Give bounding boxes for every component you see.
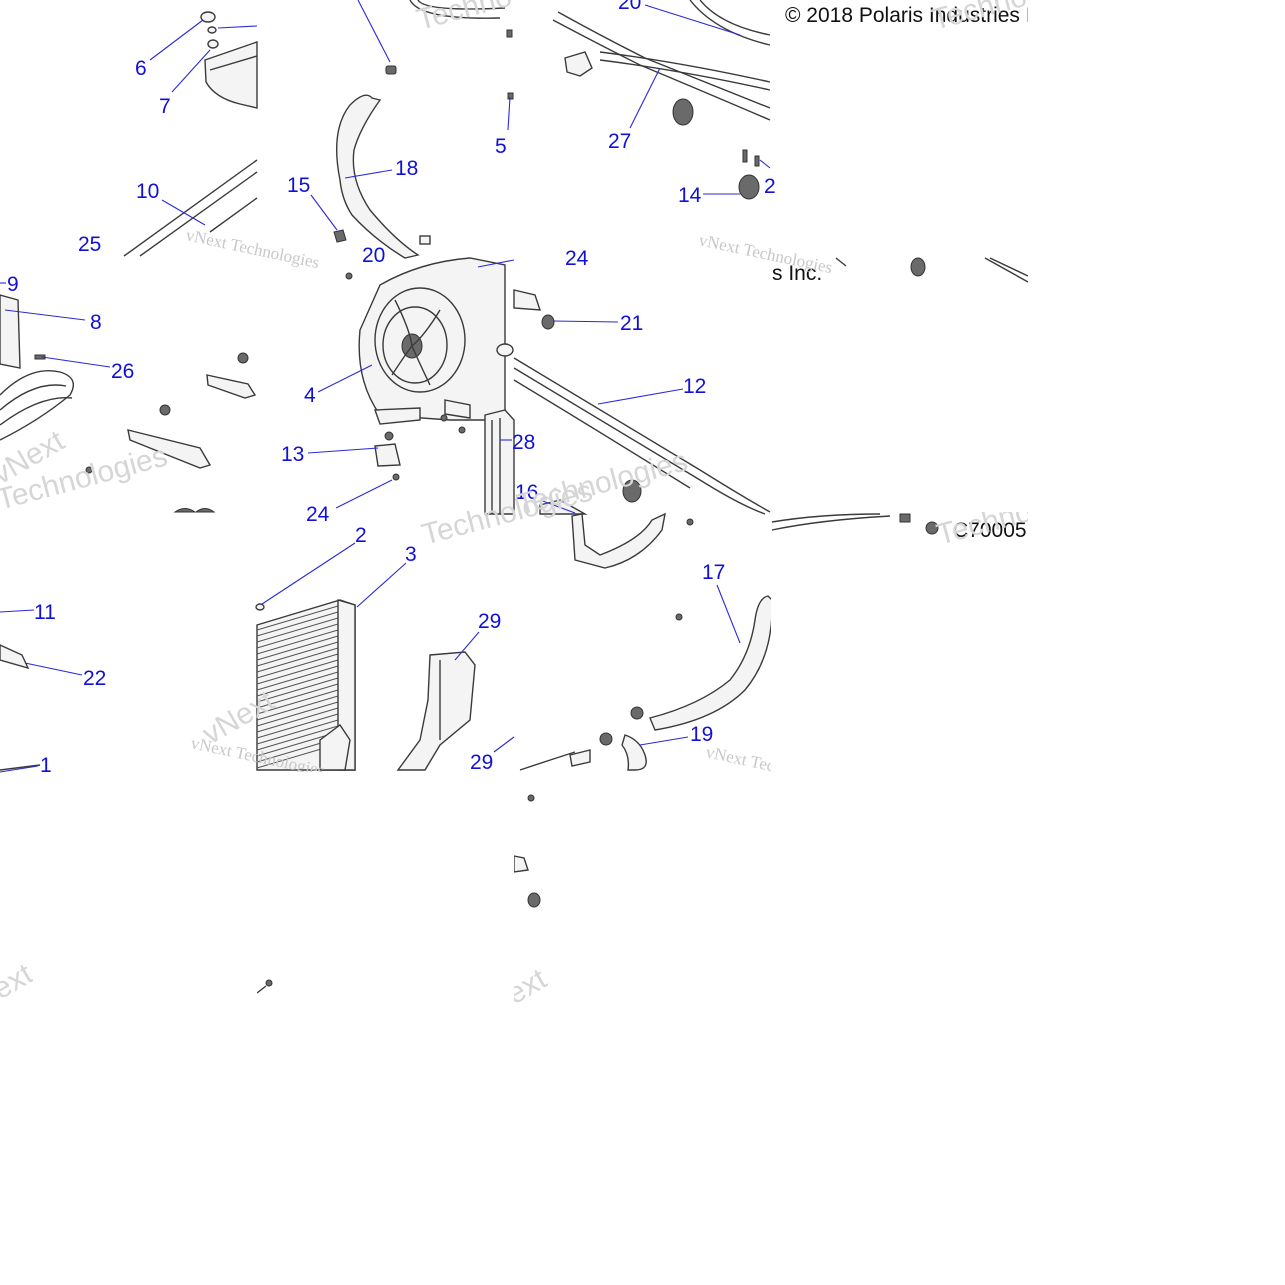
bracket-22 bbox=[0, 644, 41, 771]
callout-1: 1 bbox=[40, 754, 52, 777]
copyright-text: © 2018 Polaris Industries Inc. bbox=[785, 4, 1060, 27]
callout-22: 22 bbox=[83, 667, 106, 690]
callout-15: 15 bbox=[287, 174, 310, 197]
callout-17: 17 bbox=[702, 561, 725, 584]
callout-11: 11 bbox=[34, 601, 56, 624]
callout-24-top: 24 bbox=[565, 247, 589, 270]
reservoir-bracket bbox=[0, 294, 257, 513]
watermark-7: Technologies bbox=[513, 445, 691, 522]
callout-16: 16 bbox=[515, 481, 538, 504]
watermark-11: ext bbox=[0, 957, 39, 1006]
callout-24-low: 24 bbox=[306, 503, 330, 526]
radiator-fin bbox=[256, 695, 339, 721]
callout-10: 10 bbox=[136, 180, 159, 203]
top-right-fragment bbox=[771, 513, 939, 535]
callout-7: 7 bbox=[159, 95, 171, 118]
callout-23: 25 bbox=[78, 233, 101, 256]
air-duct-28 bbox=[319, 651, 476, 771]
radiator-fin bbox=[256, 659, 339, 685]
callout-12: 12 bbox=[683, 375, 706, 398]
radiator-fin bbox=[256, 647, 339, 673]
callout-6: 6 bbox=[135, 57, 147, 80]
radiator-fin bbox=[256, 701, 339, 727]
radiator-fan-assembly bbox=[345, 257, 515, 515]
radiator-fin bbox=[256, 725, 339, 751]
radiator-fin bbox=[256, 623, 339, 649]
radiator-fin bbox=[256, 713, 339, 739]
radiator-fin bbox=[256, 605, 339, 631]
coolant-hose-26 bbox=[552, 0, 771, 200]
callout-8: 8 bbox=[90, 311, 102, 334]
callout-26: 27 bbox=[608, 130, 631, 153]
coolant-hose-18 bbox=[333, 0, 514, 259]
radiator-fin bbox=[256, 707, 339, 733]
watermark-1: vNext Technologies bbox=[184, 225, 321, 272]
radiator-fin bbox=[256, 635, 339, 661]
radiator-fin bbox=[256, 665, 339, 691]
callout-14: 14 bbox=[678, 184, 702, 207]
radiator-fin bbox=[256, 617, 339, 643]
callout-25: 26 bbox=[111, 360, 134, 383]
coolant-hose-17 bbox=[519, 512, 773, 771]
watermark-2: vNext Technologies bbox=[697, 230, 834, 277]
coolant-reservoir bbox=[123, 11, 258, 257]
radiator-fin bbox=[256, 653, 339, 679]
callout-19: 19 bbox=[690, 723, 713, 746]
radiator-fin bbox=[256, 719, 339, 745]
copyright-fragment: s Inc. bbox=[772, 262, 822, 285]
radiator-tubes bbox=[496, 289, 771, 515]
radiator-fin bbox=[256, 629, 339, 655]
callout-29: 29 bbox=[470, 751, 493, 774]
callout-labels: 6 7 10 25 5 18 15 20 20 27 14 2 24 9 8 2… bbox=[7, 0, 776, 777]
callout-21: 21 bbox=[620, 312, 643, 335]
radiator-fin bbox=[256, 683, 339, 709]
callout-20-hose: 20 bbox=[618, 0, 641, 14]
hose-fragment bbox=[835, 257, 1029, 283]
radiator-fin bbox=[256, 689, 339, 715]
callout-2-edge: 2 bbox=[764, 175, 776, 198]
callout-28: 29 bbox=[478, 610, 501, 633]
callout-18: 18 bbox=[395, 157, 418, 180]
radiator-fin bbox=[256, 677, 339, 703]
callout-20-top: 20 bbox=[362, 244, 385, 267]
callout-9: 9 bbox=[7, 273, 19, 296]
callout-13: 13 bbox=[281, 443, 304, 466]
callout-2: 2 bbox=[355, 524, 367, 547]
radiator-fin bbox=[256, 641, 339, 667]
leader-lines bbox=[0, 0, 771, 773]
radiator-core bbox=[255, 599, 356, 771]
radiator-fin bbox=[256, 611, 339, 637]
callout-3: 3 bbox=[405, 543, 417, 566]
drawing-code: C70005 bbox=[953, 519, 1027, 542]
callout-27: 28 bbox=[512, 431, 535, 454]
callout-4: 4 bbox=[304, 384, 316, 407]
callout-5: 5 bbox=[495, 135, 507, 158]
radiator-fin bbox=[256, 671, 339, 697]
